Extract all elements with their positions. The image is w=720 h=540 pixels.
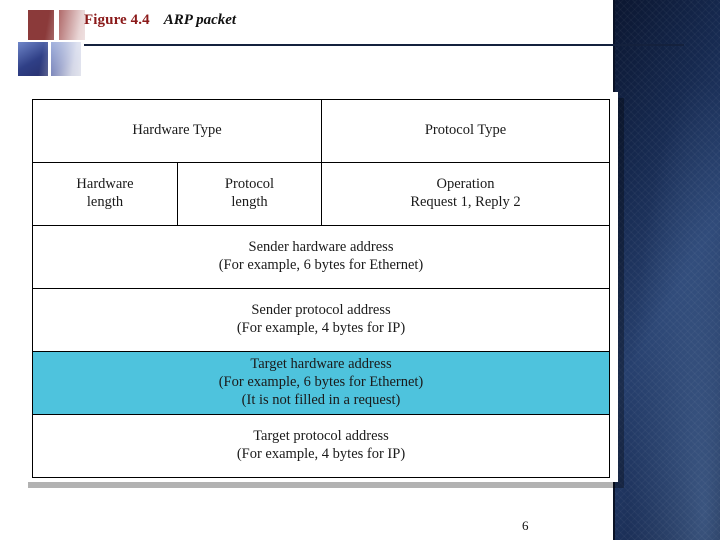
- hardware-length-line: length: [86, 194, 124, 210]
- sender-protocol-address-line: (For example, 4 bytes for IP): [236, 320, 406, 336]
- sender-protocol-address-line: Sender protocol address: [251, 302, 391, 319]
- target-hardware-address-line: (For example, 6 bytes for Ethernet): [218, 374, 424, 391]
- logo-fade-overlay: [18, 8, 96, 82]
- target-hardware-address-line: (It is not filled in a request): [241, 391, 401, 408]
- sender-hardware-address: Sender hardware address(For example, 6 b…: [33, 226, 609, 288]
- target-protocol-address-line: (For example, 4 bytes for IP): [236, 446, 406, 462]
- figure-title: ARP packet: [163, 12, 237, 28]
- hardware-type-line: Hardware Type: [132, 122, 222, 139]
- sender-hardware-address-row: Sender hardware address(For example, 6 b…: [33, 226, 609, 289]
- sender-protocol-address-row: Sender protocol address(For example, 4 b…: [33, 289, 609, 352]
- target-protocol-address-line: Target protocol address: [253, 428, 389, 445]
- protocol-type: Protocol Type: [321, 100, 609, 162]
- sender-hardware-address-line: Sender hardware address: [248, 239, 394, 256]
- protocol-type-line: Protocol Type: [424, 122, 507, 139]
- protocol-length-line: Protocol: [224, 176, 275, 193]
- target-protocol-address: Target protocol address(For example, 4 b…: [33, 415, 609, 477]
- sender-protocol-address: Sender protocol address(For example, 4 b…: [33, 289, 609, 351]
- sender-hardware-address-line: (For example, 6 bytes for Ethernet): [218, 257, 424, 273]
- page-number: 6: [522, 518, 529, 533]
- target-hardware-address-line: Target hardware address: [250, 356, 392, 373]
- hardware-type: Hardware Type: [33, 100, 321, 162]
- operation-line: Operation: [436, 176, 495, 193]
- right-decorative-band: [613, 0, 720, 540]
- protocol-length-line: length: [231, 194, 268, 210]
- target-protocol-address-row: Target protocol address(For example, 4 b…: [33, 415, 609, 478]
- page-title: Figure 4.4 ARP packet: [84, 12, 236, 29]
- title-underline: [84, 44, 684, 46]
- operation-line: Request 1, Reply 2: [410, 194, 521, 210]
- hardware-length-line: Hardware: [76, 176, 134, 193]
- logo-blocks: [18, 8, 96, 82]
- target-hardware-address: Target hardware address(For example, 6 b…: [33, 352, 609, 414]
- figure-label: Figure 4.4: [84, 12, 150, 28]
- type-row: Hardware Type Protocol Type: [33, 100, 609, 163]
- target-hardware-address-row: Target hardware address(For example, 6 b…: [33, 352, 609, 415]
